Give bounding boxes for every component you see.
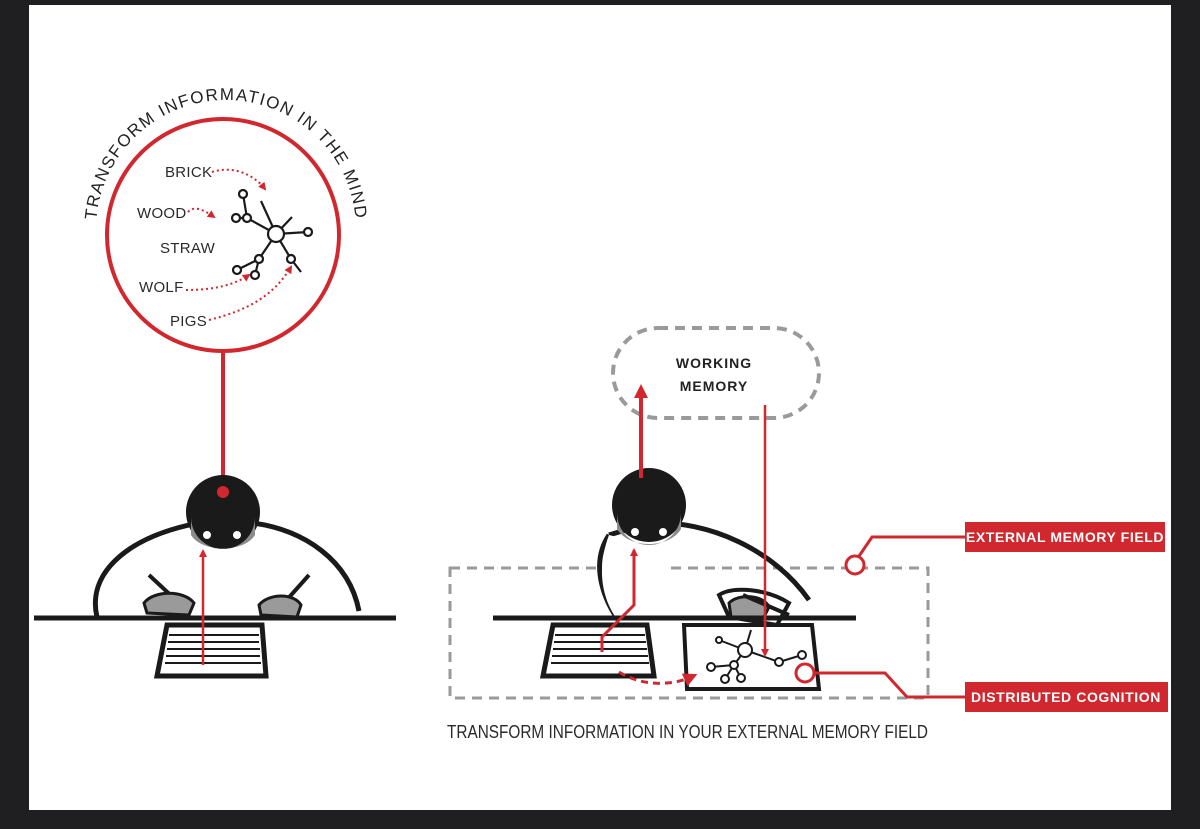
right-paper-notes <box>539 622 657 679</box>
left-head <box>186 475 260 549</box>
left-hand-right <box>257 594 303 619</box>
word-pigs: PIGS <box>170 313 207 330</box>
caption: TRANSFORM INFORMATION IN YOUR EXTERNAL M… <box>447 722 928 742</box>
left-eye-left <box>203 531 211 539</box>
mind-bubble: TRANSFORM INFORMATION IN THE MIND BRICK … <box>81 85 369 492</box>
external-memory-field-box <box>448 566 930 700</box>
word-brick: BRICK <box>165 164 212 181</box>
external-memory-field-tag <box>965 522 1165 552</box>
working-memory-line2: MEMORY <box>680 378 748 394</box>
left-paper-lines <box>165 634 261 664</box>
callout-external-memory-field: EXTERNAL MEMORY FIELD <box>844 522 1165 576</box>
arrow-wolf <box>185 273 251 291</box>
word-wolf: WOLF <box>139 279 184 296</box>
arrow-notes-to-network <box>618 670 698 687</box>
arrow-wood <box>187 207 216 219</box>
right-person <box>493 384 856 691</box>
external-memory-field-label: EXTERNAL MEMORY FIELD <box>966 529 1164 545</box>
diagram-svg: TRANSFORM INFORMATION IN THE MIND BRICK … <box>34 85 1168 742</box>
dotted-arrows <box>185 168 293 321</box>
mind-network <box>230 188 314 281</box>
working-memory-cloud: WORKING MEMORY <box>611 326 821 420</box>
right-eye-left <box>631 528 639 536</box>
callout-dot-distributed <box>794 662 816 684</box>
arrow-pigs <box>208 265 293 321</box>
word-straw: STRAW <box>160 240 216 257</box>
right-paper-lines <box>551 634 649 664</box>
distributed-cognition-label: DISTRIBUTED COGNITION <box>971 689 1161 705</box>
left-person <box>34 475 396 679</box>
left-hand-left <box>142 591 196 617</box>
diagram-canvas: TRANSFORM INFORMATION IN THE MIND BRICK … <box>29 5 1171 810</box>
left-paper <box>153 622 269 679</box>
right-head <box>612 468 686 542</box>
callout-dot-external <box>844 554 866 576</box>
word-wood: WOOD <box>137 205 187 222</box>
left-eye-right <box>233 531 241 539</box>
working-memory-outline <box>611 326 821 420</box>
right-eye-right <box>659 528 667 536</box>
right-eye-arrow <box>600 548 638 652</box>
paper-network <box>706 629 807 684</box>
arrow-brick <box>211 168 267 191</box>
callout-distributed-cognition: DISTRIBUTED COGNITION <box>794 662 1168 712</box>
working-memory-line1: WORKING <box>676 355 752 371</box>
left-brain-dot <box>217 486 229 498</box>
distributed-cognition-tag <box>965 682 1168 712</box>
